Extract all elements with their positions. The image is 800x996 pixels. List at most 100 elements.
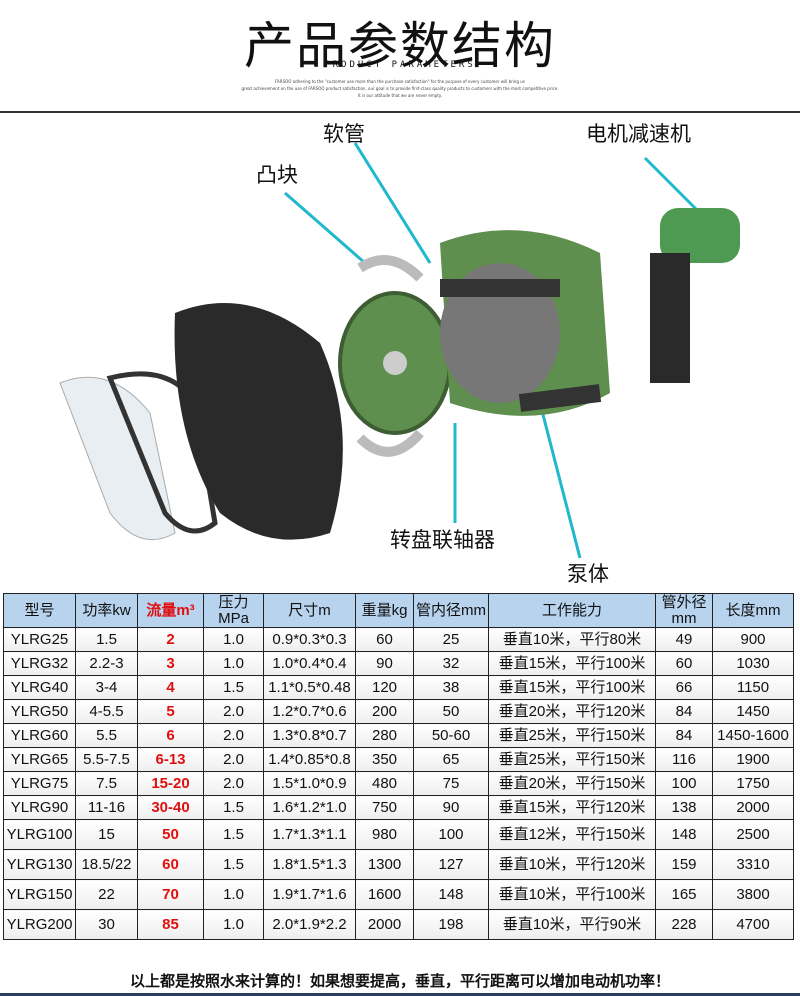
table-cell: YLRG32 (3, 651, 76, 676)
table-cell: 100 (655, 771, 713, 796)
fine-print: FARSOO adhering to the "customer use mor… (150, 78, 650, 99)
table-cell: YLRG200 (3, 909, 76, 940)
column-header: 长度mm (712, 593, 794, 628)
table-cell: 1.2*0.7*0.6 (263, 699, 356, 724)
table-cell: 垂直15米，平行100米 (488, 651, 656, 676)
table-cell: 5.5-7.5 (75, 747, 138, 772)
bottom-bar (0, 993, 800, 996)
table-cell: 2500 (712, 819, 794, 850)
table-cell: 148 (413, 879, 489, 910)
label-motor-reducer: 电机减速机 (586, 122, 691, 146)
column-header: 管内径mm (413, 593, 489, 628)
table-cell: 1450-1600 (712, 723, 794, 748)
table-cell: 1.0 (203, 909, 264, 940)
table-cell: 1.4*0.85*0.8 (263, 747, 356, 772)
table-cell: 4-5.5 (75, 699, 138, 724)
table-cell: 2000 (355, 909, 414, 940)
table-cell: 1.0*0.4*0.4 (263, 651, 356, 676)
table-cell: 1750 (712, 771, 794, 796)
table-cell: 1.5 (203, 675, 264, 700)
table-cell: 127 (413, 849, 489, 880)
table-cell: 11-16 (75, 795, 138, 820)
table-cell: 垂直15米，平行100米 (488, 675, 656, 700)
divider (0, 111, 800, 113)
table-cell: YLRG130 (3, 849, 76, 880)
table-cell: 100 (413, 819, 489, 850)
table-cell: 3800 (712, 879, 794, 910)
table-cell: 85 (137, 909, 204, 940)
table-cell: 15-20 (137, 771, 204, 796)
column-header: 流量m³ (137, 593, 204, 628)
table-cell: 4700 (712, 909, 794, 940)
table-cell: 1900 (712, 747, 794, 772)
table-cell: 50 (137, 819, 204, 850)
table-cell: 垂直20米，平行150米 (488, 771, 656, 796)
table-cell: 228 (655, 909, 713, 940)
column-header: 尺寸m (263, 593, 356, 628)
table-cell: 1.7*1.3*1.1 (263, 819, 356, 850)
table-cell: 84 (655, 723, 713, 748)
table-cell: 1450 (712, 699, 794, 724)
fine-line: great achievement on the use of FARSOO p… (241, 86, 559, 91)
table-cell: 70 (137, 879, 204, 910)
table-cell: 5 (137, 699, 204, 724)
fine-line: FARSOO adhering to the "customer use mor… (275, 79, 525, 84)
table-cell: YLRG50 (3, 699, 76, 724)
table-cell: 116 (655, 747, 713, 772)
table-cell: 90 (355, 651, 414, 676)
hose (440, 279, 602, 412)
clear-cover (59, 376, 176, 541)
table-cell: 1.6*1.2*1.0 (263, 795, 356, 820)
table-cell: 1300 (355, 849, 414, 880)
page-title: 产品参数结构 (244, 17, 556, 75)
table-cell: 480 (355, 771, 414, 796)
column-header: 重量kg (355, 593, 414, 628)
table-cell: 49 (655, 627, 713, 652)
table-cell: 60 (655, 651, 713, 676)
page-subtitle: PRODUCT PARAMETERS (324, 60, 476, 70)
table-cell: YLRG100 (3, 819, 76, 850)
table-cell: 1.5 (203, 849, 264, 880)
column-header: 管外径mm (655, 593, 713, 628)
table-cell: 1.5 (75, 627, 138, 652)
table-cell: 1.5 (203, 795, 264, 820)
table-cell: 2.0*1.9*2.2 (263, 909, 356, 940)
label-cam: 凸块 (256, 163, 298, 187)
label-rotor-coupling: 转盘联轴器 (390, 528, 495, 552)
table-cell: 84 (655, 699, 713, 724)
table-note: 以上都是按照水来计算的！如果想要提高，垂直，平行距离可以增加电动机功率！ (129, 972, 670, 990)
table-cell: 159 (655, 849, 713, 880)
label-pump-body: 泵体 (567, 562, 609, 586)
table-cell: 22 (75, 879, 138, 910)
table-cell: 3310 (712, 849, 794, 880)
table-cell: 垂直12米，平行150米 (488, 819, 656, 850)
label-hose: 软管 (323, 122, 365, 146)
table-cell: 30-40 (137, 795, 204, 820)
table-cell: 30 (75, 909, 138, 940)
table-cell: 垂直25米，平行150米 (488, 747, 656, 772)
table-cell: YLRG40 (3, 675, 76, 700)
table-cell: 120 (355, 675, 414, 700)
column-header: 压力MPa (203, 593, 264, 628)
table-cell: 165 (655, 879, 713, 910)
table-cell: 0.9*0.3*0.3 (263, 627, 356, 652)
column-header: 工作能力 (488, 593, 656, 628)
front-plate (174, 303, 343, 540)
table-cell: 25 (413, 627, 489, 652)
table-cell: 2 (137, 627, 204, 652)
table-cell: 垂直10米，平行100米 (488, 879, 656, 910)
table-cell: YLRG90 (3, 795, 76, 820)
table-cell: 15 (75, 819, 138, 850)
table-cell: 垂直20米，平行120米 (488, 699, 656, 724)
table-cell: 50-60 (413, 723, 489, 748)
table-cell: 2.0 (203, 771, 264, 796)
table-cell: YLRG150 (3, 879, 76, 910)
